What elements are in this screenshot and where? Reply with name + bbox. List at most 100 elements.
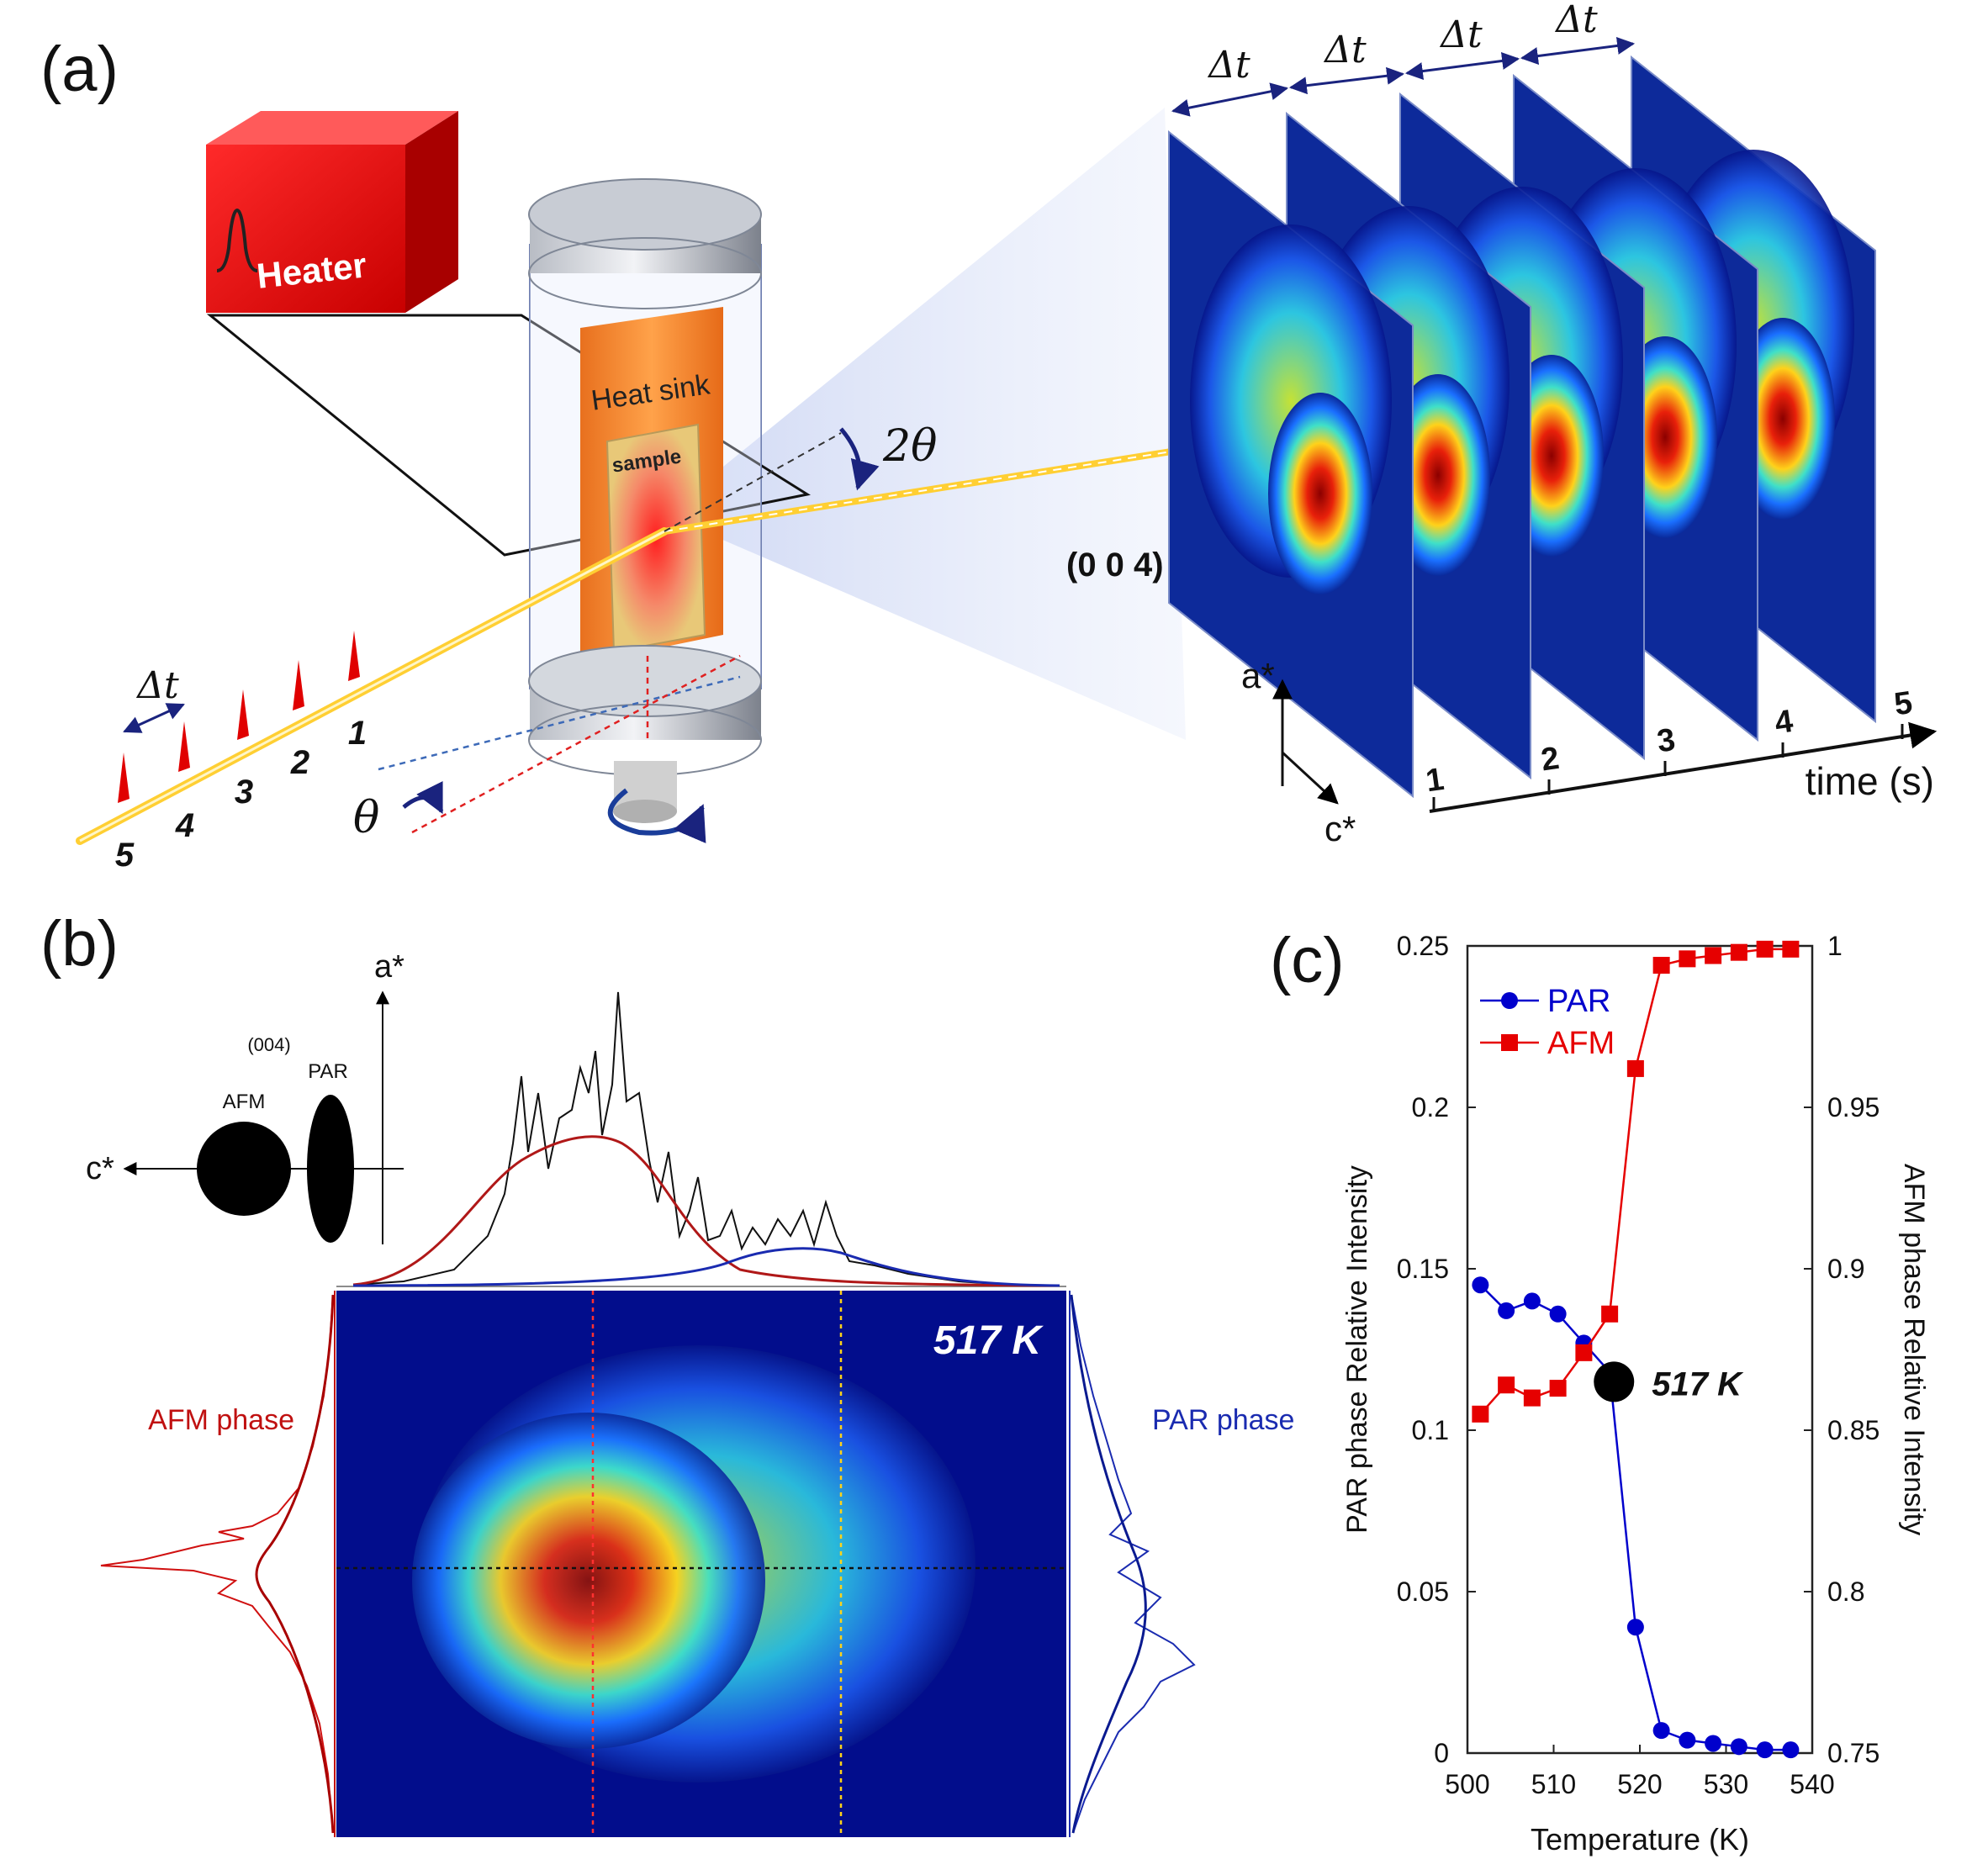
y-right-tick-label: 0.95 [1827,1092,1880,1122]
x-axis-label: Temperature (K) [1531,1822,1749,1857]
frame-interval-label: Δt [1323,29,1367,71]
data-point-afm [1523,1389,1541,1407]
data-point-afm [1601,1305,1619,1323]
par-projection [1069,1291,1196,1837]
panel-b: (b) a* c* (004) AFM PAR 517 K [40,908,1294,1837]
par-spot [307,1095,354,1243]
afm-spot-label: AFM [223,1091,266,1113]
reflection-label: (0 0 4) [1066,547,1164,584]
pulse [293,660,304,710]
pulse-number: 2 [290,744,309,781]
diffraction-cone [664,108,1186,740]
data-point-afm [1756,940,1774,958]
y-right-tick-label: 0.75 [1827,1738,1880,1768]
data-point-afm [1575,1344,1593,1361]
data-point-par [1782,1741,1800,1759]
pulse-train: 5 4 3 2 1 Δt [115,631,367,874]
time-tick: 4 [1773,704,1795,742]
y-left-tick-label: 0.15 [1397,1254,1449,1284]
two-theta-label: 2θ [882,421,937,472]
x-tick-label: 510 [1531,1769,1576,1799]
two-theta-arrow [839,427,880,491]
y-left-axis-label: PAR phase Relative Intensity [1341,1165,1373,1534]
data-point-par [1523,1292,1541,1310]
series-line-afm [1479,948,1791,1415]
y-left-tick-label: 0.1 [1412,1415,1449,1445]
pulse-icon [216,208,258,272]
theta-label: θ [353,793,379,843]
top-projection [336,991,1066,1287]
data-point-par [1652,1722,1670,1740]
data-point-afm [1652,957,1670,974]
x-tick-label: 530 [1704,1769,1748,1799]
data-point-afm [1782,940,1800,958]
pulse [178,721,190,772]
pulse [348,631,360,681]
data-point-par [1679,1731,1696,1749]
legend-label: AFM [1547,1026,1615,1061]
data-point-afm [1472,1405,1489,1423]
panel-a: (a) Heater Heat sink sample [40,0,1938,874]
reciprocal-axes: a* c* [1241,656,1356,848]
y-left-tick-label: 0 [1434,1738,1449,1768]
heater-box: Heater [206,111,458,313]
legend-marker [1501,992,1518,1009]
legend-marker [1501,1034,1518,1051]
time-tick: 5 [1892,685,1915,723]
y-left-tick-label: 0.05 [1397,1577,1449,1607]
data-point-par [1498,1302,1515,1319]
y-right-tick-label: 0.9 [1827,1254,1864,1284]
data-point-par [1730,1738,1747,1756]
crossing-marker [1594,1361,1635,1402]
data-point-par [1549,1305,1567,1323]
frame-interval-label: Δt [1207,44,1250,87]
crossing-label: 517 K [1652,1365,1744,1402]
pulse [237,689,249,740]
scattering-plane [206,314,811,557]
data-point-par [1472,1276,1489,1294]
data-point-afm [1705,947,1722,964]
series-line-par [1479,1284,1791,1751]
pulse-number: 5 [115,837,135,874]
y-right-axis-label: AFM phase Relative Intensity [1898,1164,1930,1535]
panel-a-label: (a) [40,34,119,105]
frame-interval-label: Δt [1554,0,1598,41]
data-point-par [1756,1741,1774,1759]
pulse-interval-label: Δt [135,664,179,707]
data-point-afm [1730,943,1747,961]
data-point-afm [1498,1376,1515,1394]
data-point-afm [1679,950,1696,968]
pulse-interval-arrow [123,703,185,733]
y-right-tick-label: 0.85 [1827,1415,1880,1445]
afm-peak [412,1413,765,1749]
y-left-tick-label: 0.2 [1412,1092,1449,1122]
legend-label: PAR [1547,984,1610,1019]
frame-interval-arrows: Δt Δt Δt Δt [1171,0,1636,117]
time-axis-label: time (s) [1806,759,1934,803]
afm-phase-label: AFM phase [148,1404,294,1436]
map-temperature-label: 517 K [933,1318,1044,1363]
data-point-afm [1626,1059,1644,1077]
x-tick-label: 540 [1790,1769,1834,1799]
pulse-number: 4 [175,807,194,844]
afm-projection [100,1291,336,1837]
c-star-label: c* [86,1151,114,1186]
time-tick: 3 [1655,722,1678,760]
frame-interval-label: Δt [1439,13,1483,56]
par-phase-label: PAR phase [1152,1404,1294,1436]
panel-c-label: (c) [1270,925,1345,996]
pulse [118,753,130,803]
a-star-label: a* [374,949,404,985]
theta-arrow [402,780,444,815]
time-tick: 2 [1539,741,1562,779]
cryostat-cylinder: Heat sink sample [528,178,762,844]
time-axis: 1 2 3 4 5 time (s) [1424,685,1938,813]
y-right-tick-label: 0.8 [1827,1577,1864,1607]
x-tick-label: 520 [1617,1769,1662,1799]
afm-spot [197,1122,291,1216]
data-point-par [1626,1619,1644,1636]
pulse-number: 1 [348,715,367,752]
